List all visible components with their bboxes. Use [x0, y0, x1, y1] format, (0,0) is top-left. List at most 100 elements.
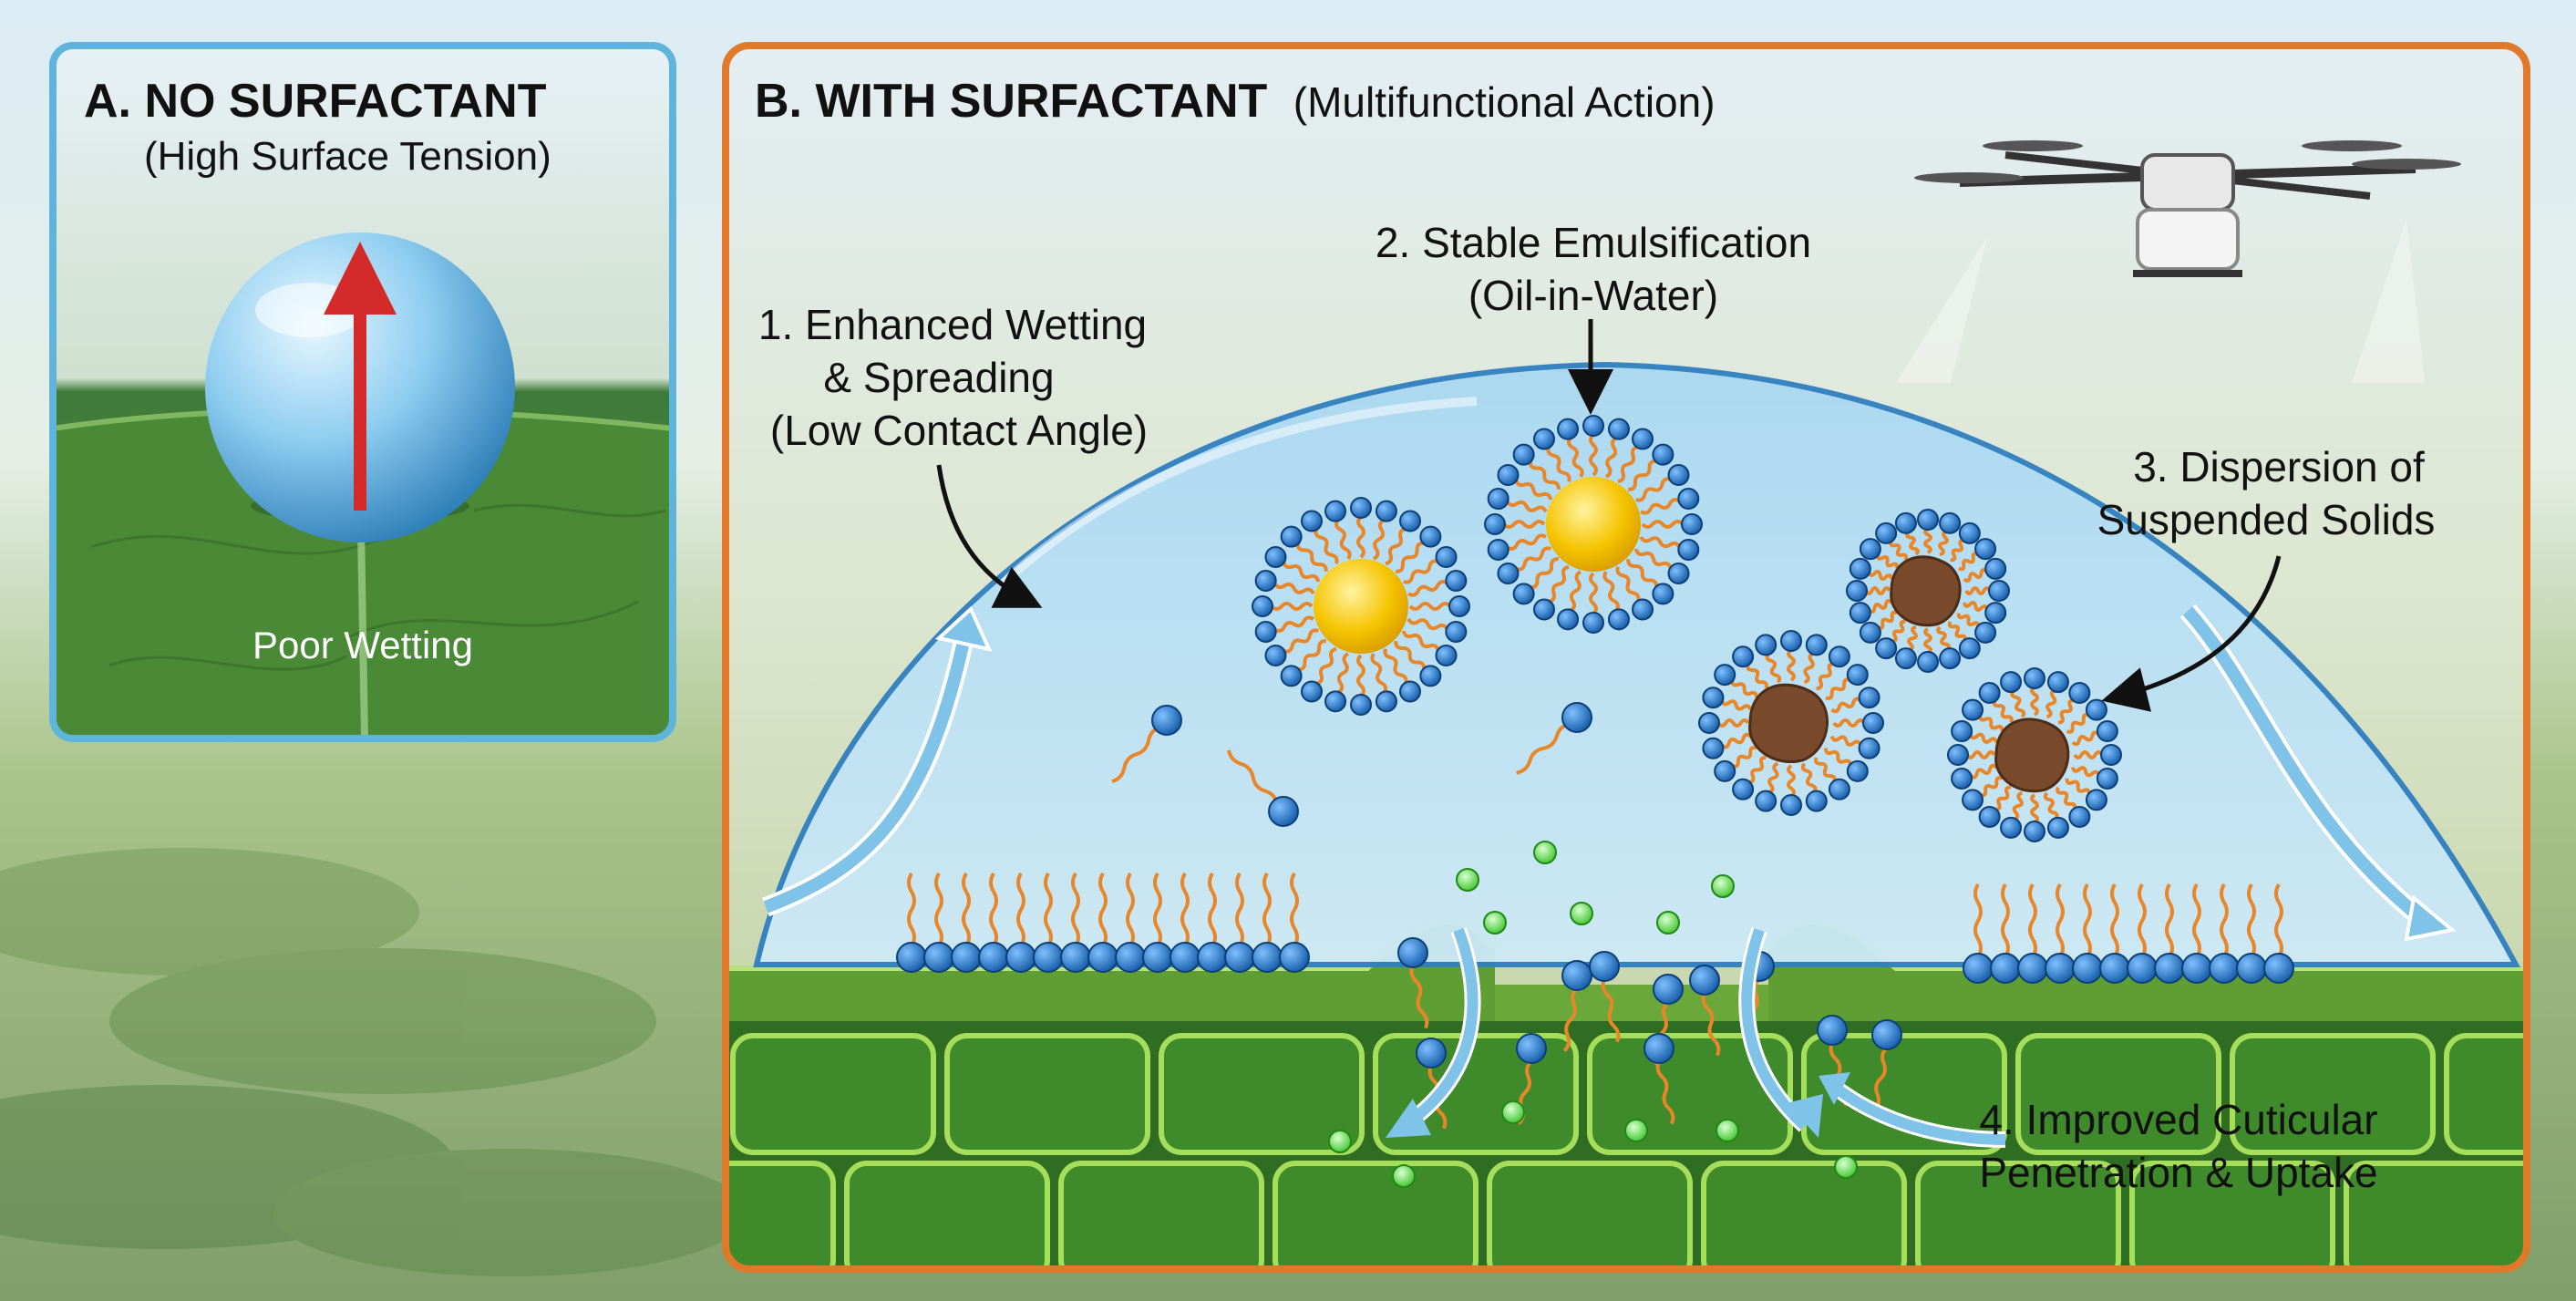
- surfactant-tail: [1626, 559, 1659, 588]
- process-labels: 1. Enhanced Wetting & Spreading (Low Con…: [758, 219, 2436, 1196]
- surfactant-tail: [1923, 627, 1932, 655]
- surfactant-tail: [2056, 786, 2077, 811]
- surfactant-head: [2000, 671, 2023, 694]
- surfactant-head: [1033, 942, 1064, 973]
- leaf-cell: [1159, 1033, 1365, 1155]
- oil-droplet-core: [1546, 477, 1641, 572]
- surfactant-head: [1533, 598, 1555, 621]
- surfactant-head: [1939, 511, 1962, 534]
- surfactant-tail: [1589, 433, 1598, 477]
- surfactant-head: [1280, 665, 1303, 687]
- surfactant-tail: [2070, 766, 2101, 778]
- surfactant-tail: [2083, 883, 2092, 959]
- surfactant-head: [1917, 651, 1939, 673]
- surfactant-tail: [1409, 965, 1429, 1029]
- surface-tension-arrow: [324, 242, 397, 511]
- surfactant-tail: [1765, 652, 1782, 684]
- leaf-cell: [1701, 1161, 1907, 1269]
- surfactant-head: [1582, 612, 1604, 634]
- surfactant-head: [896, 942, 927, 973]
- label-dispersion-line2: Suspended Solids: [2097, 496, 2436, 543]
- surfactant-head: [1435, 546, 1458, 568]
- surfactant-head: [1350, 694, 1372, 716]
- panel-b-subtitle: (Multifunctional Action): [1293, 78, 1716, 126]
- surfactant-head: [1780, 794, 1802, 816]
- surfactant-head: [1252, 942, 1283, 973]
- surfactant-head: [1714, 759, 1736, 782]
- surfactant-head: [1561, 960, 1592, 991]
- label-uptake-line1: 4. Improved Cuticular: [1979, 1096, 2377, 1143]
- surfactant-tail: [1385, 527, 1406, 566]
- surfactant-tail: [2056, 883, 2065, 959]
- surfactant-head: [1397, 937, 1428, 968]
- surfactant-tail: [1824, 748, 1852, 767]
- surfactant-head: [1653, 974, 1684, 1005]
- surfactant-head: [1828, 778, 1850, 800]
- surfactant-tail: [1640, 498, 1681, 515]
- surfactant-head: [1858, 687, 1880, 709]
- surfactant-tail: [1963, 568, 1989, 583]
- surfactant-tail: [1936, 625, 1951, 652]
- leaf-cell: [844, 1161, 1050, 1269]
- surfactant-head: [1875, 521, 1898, 544]
- surfactant-tail: [1111, 725, 1162, 784]
- surfactant-tail: [1235, 872, 1244, 948]
- surfactant-tail: [1825, 677, 1851, 700]
- surfactant-tail: [1528, 460, 1561, 490]
- surfactant-tail: [934, 872, 943, 948]
- surfactant-head: [1702, 737, 1725, 759]
- surfactant-tail: [1787, 648, 1796, 682]
- surfactant-tail: [1639, 535, 1682, 549]
- penetrating-surfactants: [1397, 937, 1902, 1130]
- surfactant-monolayer: [1963, 883, 2294, 984]
- surfactant-tail: [1746, 663, 1768, 689]
- surfactant-head: [951, 942, 982, 973]
- surfactant-head: [1974, 538, 1997, 561]
- surfactant-head: [2096, 720, 2118, 743]
- surfactant-head: [1984, 602, 2007, 625]
- label-dispersion-line1: 3. Dispersion of: [2133, 443, 2425, 490]
- surfactant-tail: [1370, 653, 1387, 694]
- surfactant-head: [1875, 637, 1898, 660]
- cuticle-gap: [1495, 985, 1768, 1021]
- surfactant-head: [1115, 942, 1146, 973]
- surfactant-head: [1254, 570, 1277, 593]
- surfactant-tail: [1569, 570, 1582, 613]
- surfactant-tail: [1372, 518, 1386, 561]
- surfactant-tail: [1530, 557, 1559, 590]
- flow-arrows: [762, 604, 2457, 1148]
- surfactant-tail: [1295, 542, 1328, 572]
- surfactant-head: [1846, 664, 1869, 687]
- surfactant-tail: [1872, 1046, 1889, 1112]
- surfactant-head: [1962, 789, 1984, 811]
- surfactant-tail: [1832, 718, 1866, 728]
- surfactant-head: [1858, 737, 1880, 759]
- surfactant-tail: [2001, 883, 2010, 959]
- surfactant-tail: [2138, 883, 2147, 959]
- surfactant-tail: [1297, 639, 1326, 672]
- surfactant-tail: [2030, 686, 2039, 717]
- surfactant-head: [1871, 1019, 1902, 1050]
- surfactant-head: [1170, 942, 1200, 973]
- surfactant-tail: [1016, 872, 1025, 948]
- surfactant-head: [1516, 1033, 1547, 1064]
- surfactant-head: [1632, 428, 1654, 450]
- surfactant-tail: [1969, 763, 1998, 780]
- surfactant-head: [2263, 953, 2294, 984]
- surfactant-head: [1755, 634, 1777, 656]
- surfactant-tail: [1071, 872, 1080, 948]
- surfactant-head: [1497, 563, 1520, 584]
- label-uptake-line2: Penetration & Uptake: [1979, 1149, 2377, 1196]
- surfactant-tail: [1950, 538, 1965, 563]
- surfactant-head: [1990, 953, 2021, 984]
- surfactant-tail: [962, 872, 971, 948]
- spray-drone: [1896, 140, 2461, 383]
- surfactant-tail: [1601, 978, 1621, 1043]
- surfactant-head: [2017, 953, 2048, 984]
- surfactant-head: [2000, 816, 2023, 839]
- surfactant-head: [1702, 687, 1725, 709]
- leaf-cell: [1058, 1161, 1264, 1269]
- surfactant-head: [1264, 645, 1287, 666]
- surfactant-head: [2209, 953, 2240, 984]
